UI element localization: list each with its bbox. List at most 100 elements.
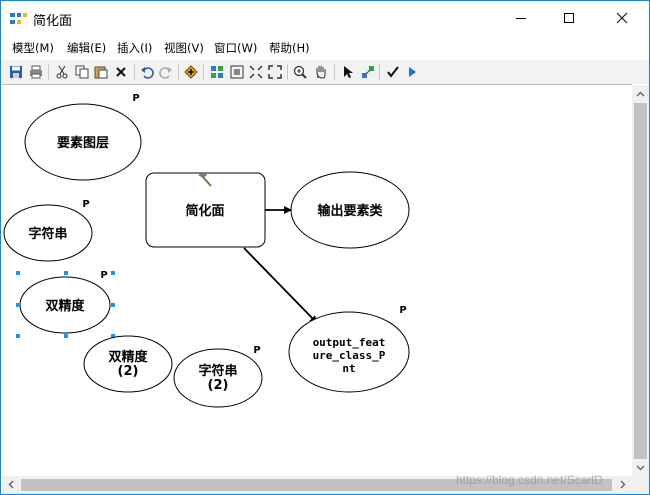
menu-help[interactable]: 帮助(H) [269,41,310,55]
print-button[interactable] [27,63,45,81]
menu-window[interactable]: 窗口(W) [214,41,258,55]
maximize-icon [564,12,574,23]
window-title: 简化面 [33,14,73,29]
node-output-feature-class-pnt[interactable]: output_feat ure_class_P nt P [288,305,410,393]
node-tool-simplify-polygon[interactable]: 简化面 [145,172,266,248]
copy-button[interactable] [73,63,91,81]
node-double-2[interactable]: 双精度 (2) [83,335,173,393]
node-output-feature-class[interactable]: 输出要素类 [290,171,410,249]
chevron-left-icon [8,480,13,489]
minimize-button[interactable] [498,1,544,34]
zoom-in-icon [293,65,307,79]
menu-insert[interactable]: 插入(I) [117,41,153,55]
model-app-icon [10,11,28,25]
delete-button[interactable] [112,63,130,81]
auto-layout-icon [211,66,223,78]
undo-button[interactable] [138,63,156,81]
horizontal-scrollbar[interactable] [2,476,632,494]
redo-button[interactable] [157,63,175,81]
scroll-left-button[interactable] [2,476,19,493]
menu-bar: 模型(M) 编辑(E) 插入(I) 视图(V) 窗口(W) 帮助(H) [1,37,649,57]
redo-icon [159,67,172,79]
save-button[interactable] [7,63,25,81]
svg-text:双精度: 双精度 [108,349,148,365]
select-button[interactable] [339,63,357,81]
fixed-zoom-in-button[interactable] [247,63,265,81]
full-extent-button[interactable] [228,63,246,81]
scrollbar-corner [632,476,649,494]
run-icon [409,67,416,77]
toolbar [1,60,649,84]
menu-view[interactable]: 视图(V) [164,41,204,55]
auto-layout-button[interactable] [208,63,226,81]
svg-text:简化面: 简化面 [185,203,224,219]
scroll-up-button[interactable] [632,85,649,102]
print-icon [30,65,42,79]
model-diagram: 要素图层 P 字符串 P 双精度 P [3,93,410,408]
full-extent-icon [230,65,244,79]
svg-text:输出要素类: 输出要素类 [317,203,383,219]
minimize-icon [516,17,526,19]
svg-text:字符串: 字符串 [198,363,237,379]
fixed-zoom-in-icon [249,65,263,79]
delete-icon [116,67,126,77]
svg-text:双精度: 双精度 [45,298,85,314]
scroll-down-button[interactable] [632,459,649,476]
title-bar[interactable]: 简化面 [1,1,649,35]
hammer-icon [198,172,212,187]
cut-icon [56,65,68,79]
pan-icon [316,66,326,79]
paste-icon [94,66,108,79]
connector-tool-to-output2 [243,247,318,324]
horizontal-scroll-thumb[interactable] [21,479,612,491]
fixed-zoom-out-icon [268,65,282,79]
connect-icon [362,66,374,78]
svg-text:nt: nt [342,362,355,375]
zoom-in-button[interactable] [291,63,309,81]
save-icon [10,66,22,78]
svg-text:(2): (2) [208,378,229,393]
vertical-scrollbar[interactable] [632,85,649,476]
run-button[interactable] [403,63,421,81]
svg-text:(2): (2) [118,364,139,379]
menu-edit[interactable]: 编辑(E) [67,41,107,55]
watermark: https://blog.csdn.net/ScarlD [456,473,603,487]
maximize-button[interactable] [546,1,592,34]
chevron-right-icon [620,480,625,489]
model-canvas[interactable]: 要素图层 P 字符串 P 双精度 P [2,84,632,477]
add-data-icon [184,65,198,79]
svg-text:要素图层: 要素图层 [57,135,109,151]
param-marker: P [253,345,260,356]
svg-text:output_feat: output_feat [313,336,386,349]
scroll-right-button[interactable] [614,476,631,493]
node-string-2[interactable]: 字符串 (2) P [173,345,263,408]
node-string[interactable]: 字符串 P [3,199,93,262]
vertical-scroll-thumb[interactable] [634,103,647,459]
select-icon [344,66,353,78]
pan-button[interactable] [312,63,330,81]
param-marker: P [132,93,139,104]
cut-button[interactable] [53,63,71,81]
paste-button[interactable] [92,63,110,81]
undo-icon [141,67,154,79]
svg-text:ure_class_P: ure_class_P [313,349,386,362]
param-marker: P [82,199,89,210]
param-marker: P [399,305,406,316]
validate-icon [387,66,399,78]
chevron-down-icon [636,465,645,470]
svg-text:字符串: 字符串 [28,226,67,242]
close-button[interactable] [599,1,645,34]
fixed-zoom-out-button[interactable] [266,63,284,81]
node-double-selected[interactable]: 双精度 P [16,270,115,338]
selection-handles [16,271,115,338]
chevron-up-icon [636,91,645,96]
close-icon [616,12,628,23]
menu-model[interactable]: 模型(M) [12,41,54,55]
copy-icon [75,65,89,79]
add-data-button[interactable] [182,63,200,81]
connect-button[interactable] [359,63,377,81]
node-feature-layer[interactable]: 要素图层 P [24,93,142,181]
param-marker: P [100,270,107,281]
validate-button[interactable] [384,63,402,81]
